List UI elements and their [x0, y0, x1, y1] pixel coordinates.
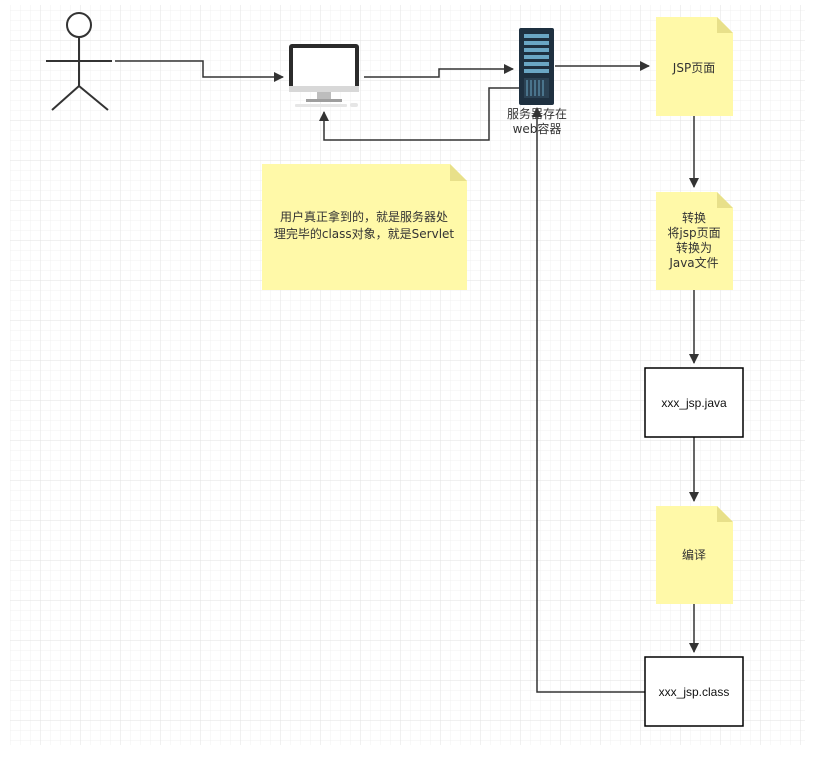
desktop-computer-icon [289, 44, 359, 107]
convert-label-line4: Java文件 [668, 255, 718, 270]
jsp-page-note [656, 17, 733, 116]
java-file-box [644, 367, 744, 438]
convert-note [656, 192, 733, 290]
jsp-page-label: JSP页面 [672, 61, 715, 75]
class-file-box [644, 656, 744, 727]
connector-computer-to-server [364, 64, 514, 78]
explanation-line1: 用户真正拿到的，就是服务器处 [280, 209, 448, 224]
compile-label: 编译 [682, 547, 706, 562]
convert-label-line2: 将jsp页面 [667, 226, 720, 240]
explanation-line2: 理完毕的class对象，就是Servlet [274, 226, 455, 241]
person-stick-figure-icon [46, 12, 112, 111]
connector-actor-to-computer [115, 60, 284, 82]
compile-note [656, 506, 733, 604]
connector-class-file-to-server [532, 107, 645, 693]
convert-label-line1: 转换 [682, 210, 706, 225]
explanation-note [262, 164, 467, 290]
class-file-label: xxx_jsp.class [659, 685, 730, 699]
server-rack-icon [519, 28, 554, 105]
connector-server-to-computer [319, 87, 519, 141]
convert-label-line3: 转换为 [676, 240, 712, 255]
java-file-label: xxx_jsp.java [661, 396, 727, 410]
